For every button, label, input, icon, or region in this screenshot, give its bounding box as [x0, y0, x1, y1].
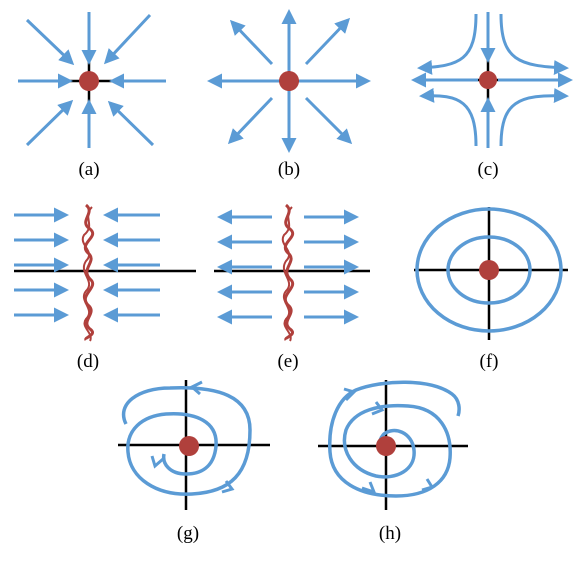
- panel-g: (g): [100, 370, 300, 561]
- attracting-line-diagram: [14, 203, 196, 342]
- arrowhead-inner-top: [371, 401, 385, 416]
- unstable-node-diagram: [207, 9, 371, 153]
- spiral-arrowheads: [150, 380, 235, 494]
- arrow-bottom-right: [107, 100, 155, 147]
- stable-node-diagram: [18, 12, 166, 148]
- repelling-line-diagram: [214, 203, 370, 342]
- line-of-fixed-points: [84, 203, 94, 341]
- outward-arrows: [207, 9, 371, 153]
- closed-orbits: [415, 207, 563, 333]
- arrow-bottom-right: [304, 96, 353, 145]
- spiral-trajectory: [328, 380, 461, 498]
- panel-caption: (a): [78, 159, 100, 180]
- unstable-spiral-diagram: [318, 380, 468, 510]
- stable-spiral-diagram: [118, 380, 270, 510]
- spiral-arrowheads: [343, 387, 435, 495]
- line-of-fixed-points-trace: [281, 206, 293, 342]
- panel-h: (h): [300, 370, 500, 561]
- hyperbola-bottom-right: [499, 88, 569, 147]
- panel-caption: (f): [479, 351, 499, 372]
- panel-caption: (h): [378, 523, 402, 544]
- panel-d: (d): [0, 195, 200, 380]
- saddle-flow: [411, 12, 573, 148]
- arrow-bottom-left: [227, 96, 274, 145]
- arrow-top-right: [304, 17, 351, 66]
- arrowhead-bottom-right: [421, 478, 435, 492]
- arrow-top-left: [25, 18, 75, 66]
- panel-caption: (c): [477, 159, 499, 180]
- arrow-top-left: [229, 19, 274, 66]
- arrowhead-top-left: [343, 387, 357, 402]
- horizontal-arrows: [217, 209, 359, 325]
- outer-orbit: [415, 207, 563, 333]
- horizontal-arrows: [14, 207, 160, 323]
- fixed-point: [179, 436, 199, 456]
- panel-f: (f): [400, 195, 584, 380]
- line-of-fixed-points: [284, 203, 294, 341]
- arrow-bottom-left: [25, 99, 74, 147]
- spiral-trajectory: [121, 386, 252, 496]
- fixed-point: [279, 71, 299, 91]
- hyperbola-bottom-left: [419, 87, 478, 147]
- arrowhead-top: [189, 380, 203, 396]
- arrowhead-bottom-right: [221, 480, 235, 494]
- fixed-point: [79, 71, 99, 91]
- panel-caption: (g): [176, 523, 200, 544]
- inner-orbit: [446, 235, 532, 305]
- fixed-point: [479, 260, 499, 280]
- arrowhead-bottom: [361, 481, 377, 495]
- inward-arrows: [18, 12, 166, 148]
- panel-a: (a): [0, 0, 190, 190]
- saddle-diagram: [411, 12, 573, 148]
- panel-caption: (e): [277, 351, 299, 372]
- panel-b: (b): [200, 0, 390, 190]
- line-of-fixed-points-trace: [81, 206, 93, 342]
- panel-caption: (b): [277, 159, 301, 180]
- panel-c: (c): [400, 0, 584, 190]
- arrowhead-inner-left: [150, 455, 164, 469]
- fixed-point: [376, 436, 396, 456]
- arrow-top-right: [103, 13, 152, 65]
- fixed-point: [479, 71, 497, 89]
- hyperbola-top-left: [417, 13, 478, 75]
- panel-caption: (d): [76, 351, 100, 372]
- panel-e: (e): [200, 195, 400, 380]
- hyperbola-top-right: [499, 13, 569, 75]
- center-diagram: [414, 207, 568, 340]
